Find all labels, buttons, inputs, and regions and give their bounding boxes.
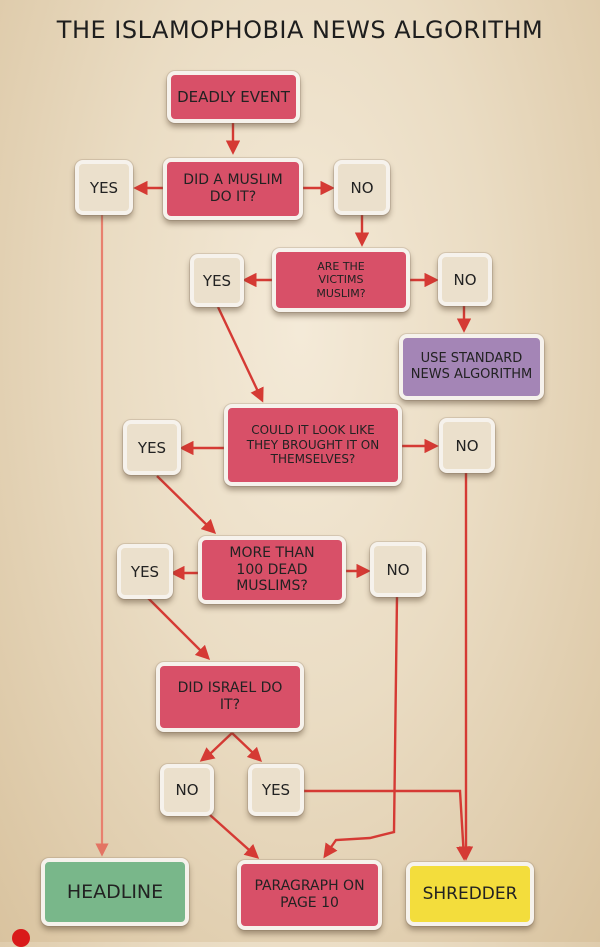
node-more-than-100-label: MORE THAN 100 DEAD MUSLIMS? bbox=[229, 544, 315, 595]
node-headline-label: HEADLINE bbox=[66, 880, 164, 903]
node-no-3-label: NO bbox=[455, 436, 479, 455]
node-yes-5: YES bbox=[248, 764, 304, 816]
node-no-5: NO bbox=[160, 764, 214, 816]
node-deadly-event-label: DEADLY EVENT bbox=[177, 88, 290, 106]
arrow-yes2-to-brought bbox=[216, 306, 264, 403]
node-deadly-event: DEADLY EVENT bbox=[167, 71, 300, 123]
arrow-israel-to-yes bbox=[231, 732, 263, 763]
node-no-2: NO bbox=[438, 253, 492, 306]
node-no-1-label: NO bbox=[350, 178, 374, 197]
node-did-muslim: DID A MUSLIM DO IT? bbox=[163, 158, 303, 220]
node-brought-on-label: COULD IT LOOK LIKE THEY BROUGHT IT ON TH… bbox=[246, 423, 380, 467]
node-israel-label: DID ISRAEL DO IT? bbox=[177, 680, 283, 713]
node-yes-2: YES bbox=[190, 254, 244, 307]
arrow-israel-to-no bbox=[199, 732, 233, 762]
node-no-2-label: NO bbox=[453, 270, 477, 289]
node-israel: DID ISRAEL DO IT? bbox=[156, 662, 304, 732]
arrow-yes4-to-israel bbox=[147, 597, 211, 661]
node-no-4: NO bbox=[370, 542, 426, 597]
diagram-title: THE ISLAMOPHOBIA NEWS ALGORITHM bbox=[56, 16, 544, 44]
node-headline: HEADLINE bbox=[41, 858, 189, 926]
arrow-yes3-to-more bbox=[156, 475, 217, 535]
node-brought-on: COULD IT LOOK LIKE THEY BROUGHT IT ON TH… bbox=[224, 404, 402, 486]
node-yes-1-label: YES bbox=[89, 178, 119, 197]
arrow-no5-to-paragraph bbox=[209, 814, 260, 859]
node-shredder-label: SHREDDER bbox=[422, 883, 518, 904]
node-paragraph: PARAGRAPH ON PAGE 10 bbox=[237, 860, 382, 930]
node-paragraph-label: PARAGRAPH ON PAGE 10 bbox=[254, 878, 365, 911]
node-yes-4-label: YES bbox=[130, 562, 160, 581]
node-victims-muslim: ARE THE VICTIMS MUSLIM? bbox=[272, 248, 410, 312]
node-shredder: SHREDDER bbox=[406, 862, 534, 926]
node-standard-algorithm-label: USE STANDARD NEWS ALGORITHM bbox=[410, 351, 533, 382]
node-yes-3-label: YES bbox=[137, 438, 167, 457]
node-did-muslim-label: DID A MUSLIM DO IT? bbox=[183, 172, 283, 205]
node-yes-1: YES bbox=[75, 160, 133, 215]
node-standard-algorithm: USE STANDARD NEWS ALGORITHM bbox=[399, 334, 544, 400]
node-no-3: NO bbox=[439, 418, 495, 473]
arrow-no4-to-paragraph bbox=[323, 595, 399, 859]
red-dot-mark bbox=[12, 929, 30, 947]
node-yes-2-label: YES bbox=[202, 271, 232, 290]
node-yes-4: YES bbox=[117, 544, 173, 599]
node-no-4-label: NO bbox=[386, 560, 410, 579]
node-yes-3: YES bbox=[123, 420, 181, 475]
node-victims-muslim-label: ARE THE VICTIMS MUSLIM? bbox=[316, 260, 366, 300]
node-more-than-100: MORE THAN 100 DEAD MUSLIMS? bbox=[198, 536, 346, 604]
node-no-1: NO bbox=[334, 160, 390, 215]
node-no-5-label: NO bbox=[175, 781, 199, 799]
arrow-yes5-to-shredder bbox=[304, 789, 471, 861]
node-yes-5-label: YES bbox=[261, 781, 291, 799]
